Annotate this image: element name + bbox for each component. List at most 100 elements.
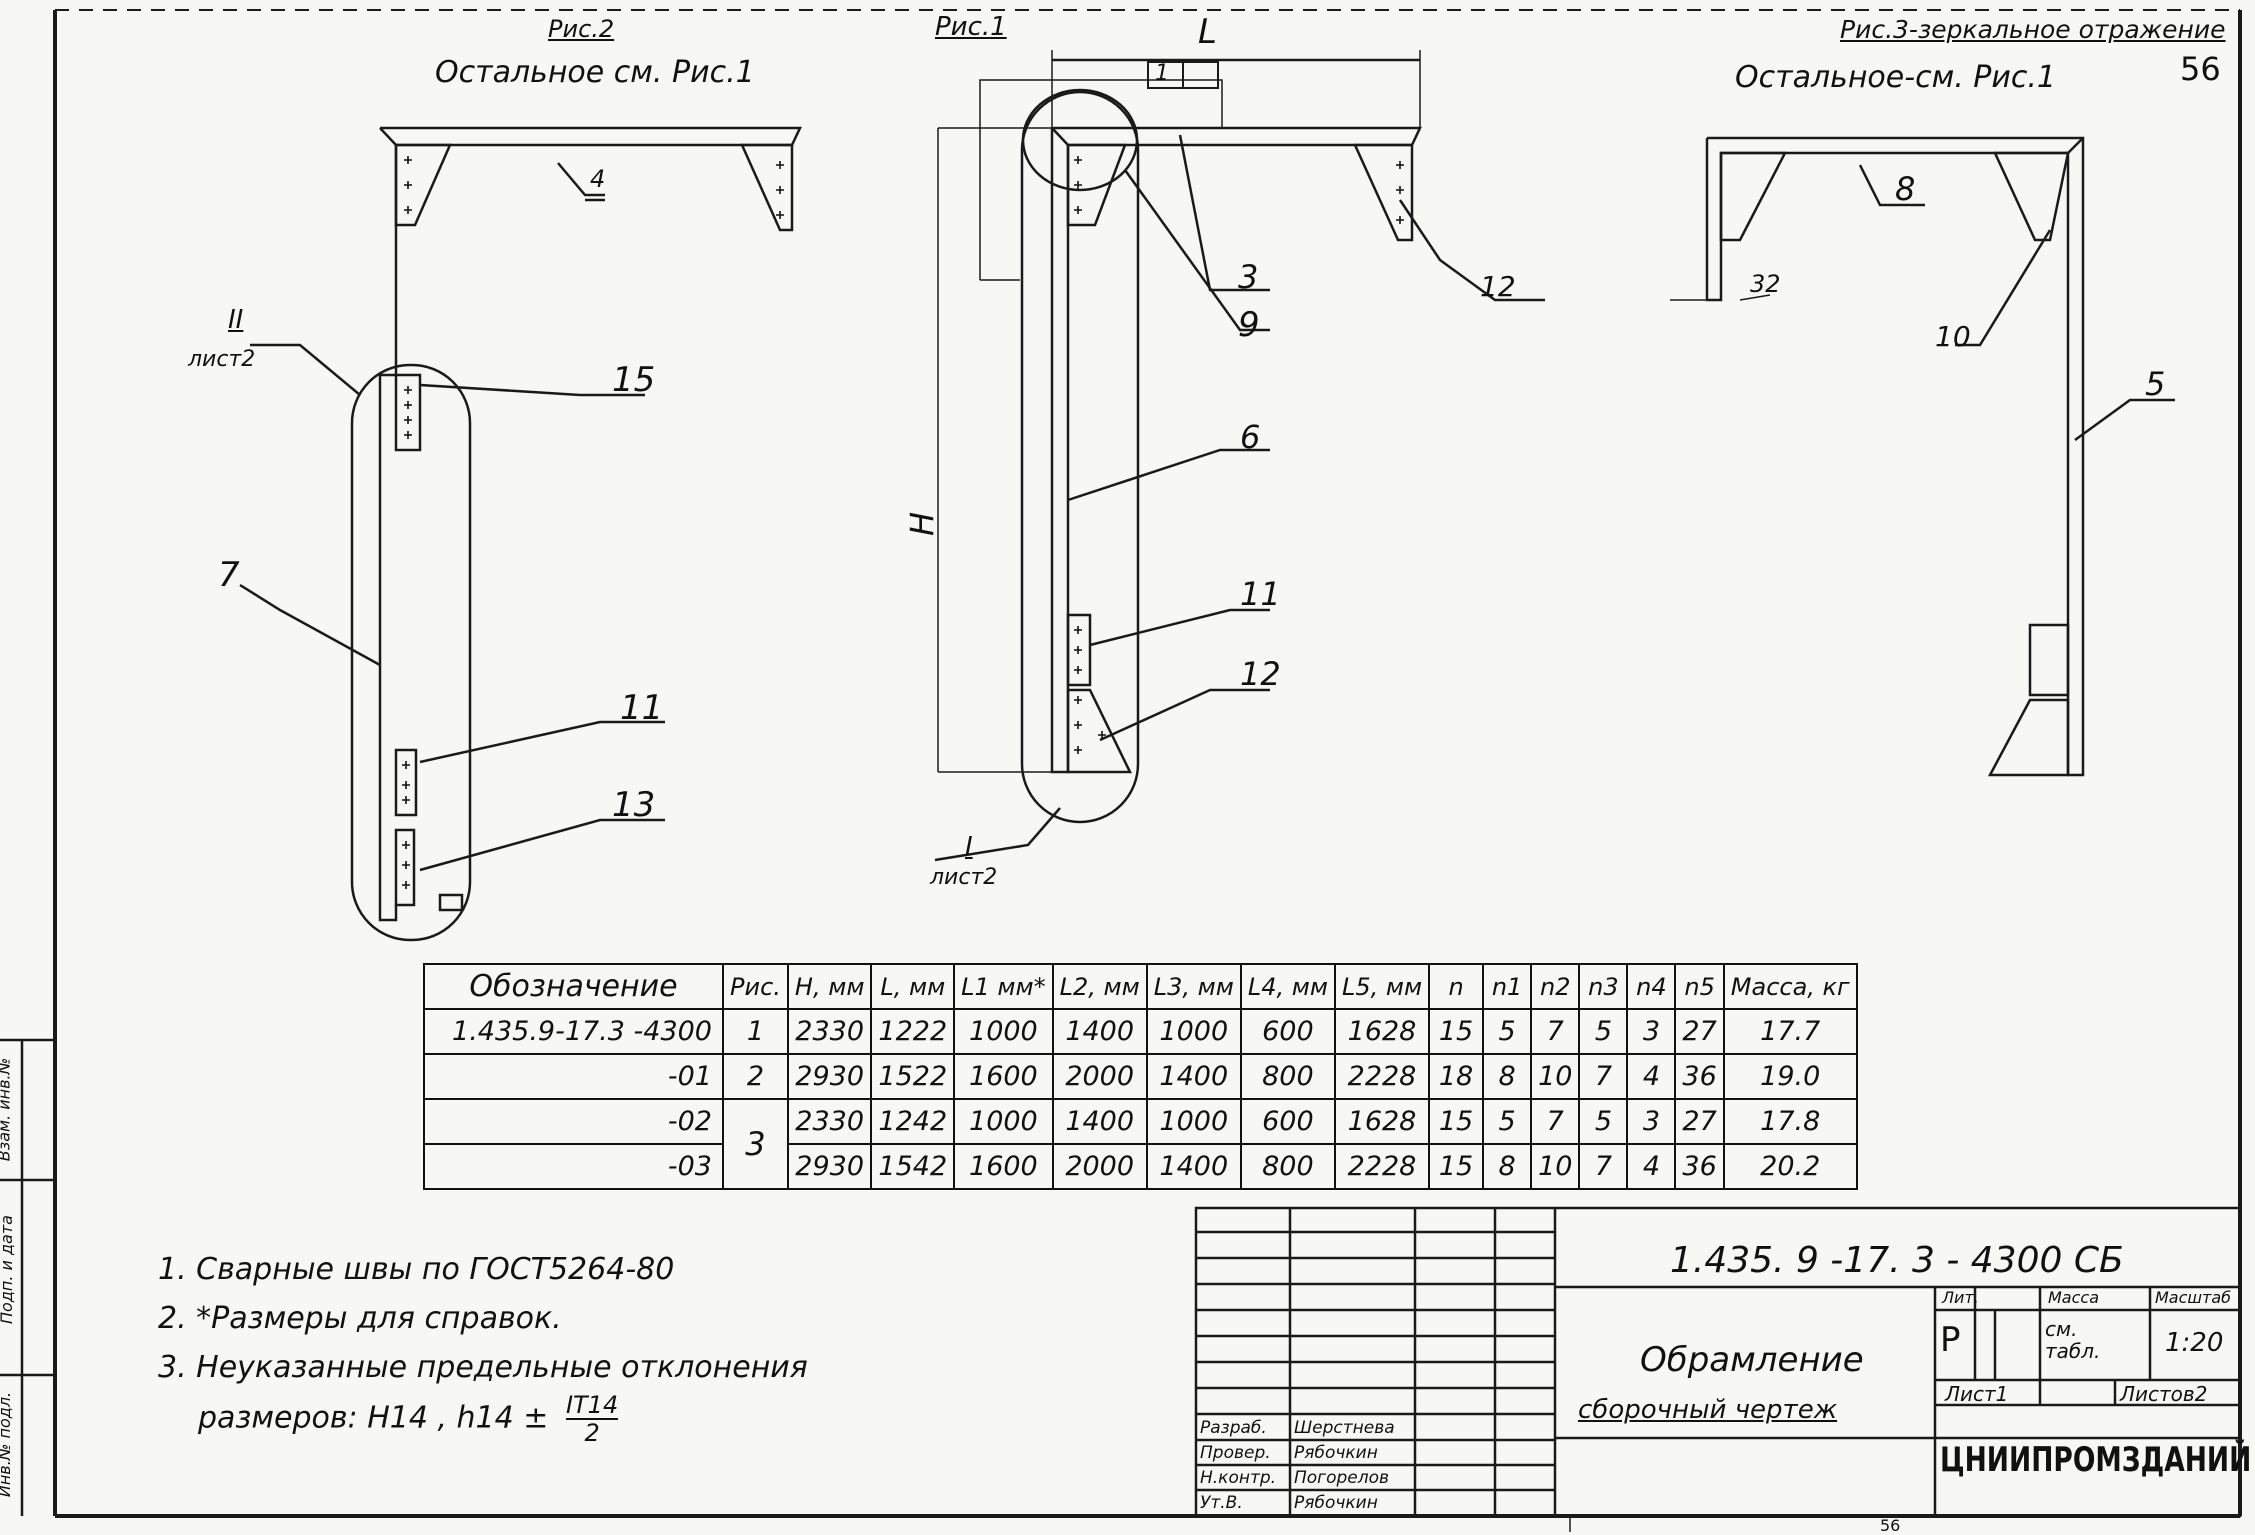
lit-header: Лит. <box>1942 1288 1979 1307</box>
table-cell: 1400 <box>1145 1053 1242 1100</box>
table-cell: 2930 <box>786 1053 873 1100</box>
fig2-note: Остальное см. Рис.1 <box>435 55 755 90</box>
drawing-subtitle: сборочный чертеж <box>1578 1395 1838 1425</box>
col-l1: L1 мм* <box>953 963 1054 1010</box>
col-fig: Рис. <box>722 963 789 1010</box>
staff-name-1: Рябочкин <box>1294 1443 1378 1463</box>
callout-fig2-11: 11 <box>620 688 664 728</box>
note-2: 2. *Размеры для справок. <box>158 1301 562 1336</box>
callout-fig1-9: 9 <box>1238 305 1260 345</box>
table-cell: 1400 <box>1051 1008 1148 1055</box>
table-cell: 7 <box>1578 1143 1629 1190</box>
col-n1: n1 <box>1482 963 1533 1010</box>
table-cell: 10 <box>1530 1053 1581 1100</box>
table-cell: 1 <box>722 1008 789 1055</box>
fig1-dim-L: L <box>1198 12 1217 52</box>
table-cell: 600 <box>1239 1098 1336 1145</box>
callout-fig3-10: 10 <box>1935 320 1971 353</box>
table-cell: 10 <box>1530 1143 1581 1190</box>
staff-role-2: Н.контр. <box>1200 1468 1277 1488</box>
table-cell: 800 <box>1239 1053 1336 1100</box>
table-cell: 800 <box>1239 1143 1336 1190</box>
table-cell: 19.0 <box>1722 1053 1858 1100</box>
table-cell: 20.2 <box>1722 1143 1858 1190</box>
fig3-dim: 32 <box>1750 270 1781 298</box>
callout-fig2-4: 4 <box>590 165 606 193</box>
table-cell: 5 <box>1482 1098 1533 1145</box>
section-i-sheet: лист2 <box>930 865 998 890</box>
table-cell: 1600 <box>953 1053 1054 1100</box>
callout-fig2-7: 7 <box>218 555 240 595</box>
table-cell: 2000 <box>1051 1143 1148 1190</box>
table-cell: 5 <box>1578 1008 1629 1055</box>
sheet-number: Лист1 <box>1945 1382 2009 1406</box>
organization: ЦНИИПРОМЗДАНИЙ <box>1940 1440 2252 1480</box>
col-l4: L4, мм <box>1239 963 1336 1010</box>
specification-table: Обозначение Рис. H, мм L, мм L1 мм* L2, … <box>423 963 1858 1190</box>
side-stamp-inv: Инв.№ подл. <box>0 1391 15 1498</box>
table-row: -01 2 2930 1522 1600 2000 1400 800 2228 … <box>423 1053 1858 1100</box>
callout-fig1-12: 12 <box>1240 655 1281 693</box>
table-cell: 1242 <box>870 1098 956 1145</box>
table-cell: 8 <box>1482 1053 1533 1100</box>
table-cell: 27 <box>1674 1098 1725 1145</box>
fraction-denominator: 2 <box>584 1419 600 1447</box>
table-cell: 2930 <box>786 1143 873 1190</box>
col-l3: L3, мм <box>1145 963 1242 1010</box>
table-cell: 2330 <box>786 1008 873 1055</box>
fig3-label: Рис.3-зеркальное отражение <box>1840 15 2226 44</box>
table-cell: 1522 <box>870 1053 956 1100</box>
note-3-cont: размеров: H14 , h14 ± IT14 2 <box>158 1392 808 1446</box>
side-stamp-replace: Взам. инв.№ <box>0 1057 14 1162</box>
staff-role-3: Ут.В. <box>1200 1493 1243 1513</box>
callout-fig1-12b: 12 <box>1480 270 1516 303</box>
callout-fig1-3: 3 <box>1238 258 1259 296</box>
table-cell: 7 <box>1578 1053 1629 1100</box>
table-cell: 15 <box>1428 1098 1485 1145</box>
table-cell: 600 <box>1239 1008 1336 1055</box>
section-ii-mark: II <box>228 305 244 335</box>
callout-fig1-11: 11 <box>1240 575 1281 613</box>
table-cell: 7 <box>1530 1098 1581 1145</box>
table-cell: 15 <box>1428 1143 1485 1190</box>
sheet-count: Листов2 <box>2120 1382 2208 1406</box>
table-row: 1.435.9-17.3 -4300 1 2330 1222 1000 1400… <box>423 1008 1858 1055</box>
table-cell: 1000 <box>953 1008 1054 1055</box>
staff-name-3: Рябочкин <box>1294 1493 1378 1513</box>
table-cell: 2228 <box>1333 1143 1431 1190</box>
table-cell: 1.435.9-17.3 -4300 <box>423 1008 724 1055</box>
col-n2: n2 <box>1530 963 1581 1010</box>
table-cell: 1000 <box>1145 1098 1242 1145</box>
col-n: n <box>1428 963 1485 1010</box>
callout-fig2-15: 15 <box>612 360 656 400</box>
table-cell: 1542 <box>870 1143 956 1190</box>
technical-notes: 1. Сварные швы по ГОСТ5264-80 2. *Размер… <box>158 1245 808 1446</box>
fig2-label: Рис.2 <box>548 15 615 43</box>
fig1-label: Рис.1 <box>935 12 1007 42</box>
table-cell: -01 <box>423 1053 724 1100</box>
fig1-dim-H: H <box>903 511 942 537</box>
section-ii-sheet: лист2 <box>188 347 256 372</box>
mass-header: Масса <box>2048 1288 2100 1307</box>
staff-name-0: Шерстнева <box>1294 1418 1395 1438</box>
section-i-mark: I <box>965 832 973 862</box>
col-n3: n3 <box>1578 963 1629 1010</box>
staff-role-0: Разраб. <box>1200 1418 1267 1438</box>
table-row: -03 2930 1542 1600 2000 1400 800 2228 15… <box>423 1143 1858 1190</box>
callout-fig1-6: 6 <box>1240 418 1261 456</box>
col-l: L, мм <box>870 963 956 1010</box>
table-cell: 3 <box>1626 1098 1677 1145</box>
table-cell: -03 <box>423 1143 724 1190</box>
callout-fig3-8: 8 <box>1895 170 1916 208</box>
table-row: -02 3 2330 1242 1000 1400 1000 600 1628 … <box>423 1098 1858 1190</box>
mass-value: см. табл. <box>2045 1317 2101 1363</box>
drawing-title: Обрамление <box>1640 1340 1864 1380</box>
table-cell: 3 <box>1626 1008 1677 1055</box>
staff-name-2: Погорелов <box>1294 1468 1390 1488</box>
table-cell: 1000 <box>1145 1008 1242 1055</box>
table-cell: 27 <box>1674 1008 1725 1055</box>
table-cell: 36 <box>1674 1053 1725 1100</box>
note-1: 1. Сварные швы по ГОСТ5264-80 <box>158 1252 675 1287</box>
